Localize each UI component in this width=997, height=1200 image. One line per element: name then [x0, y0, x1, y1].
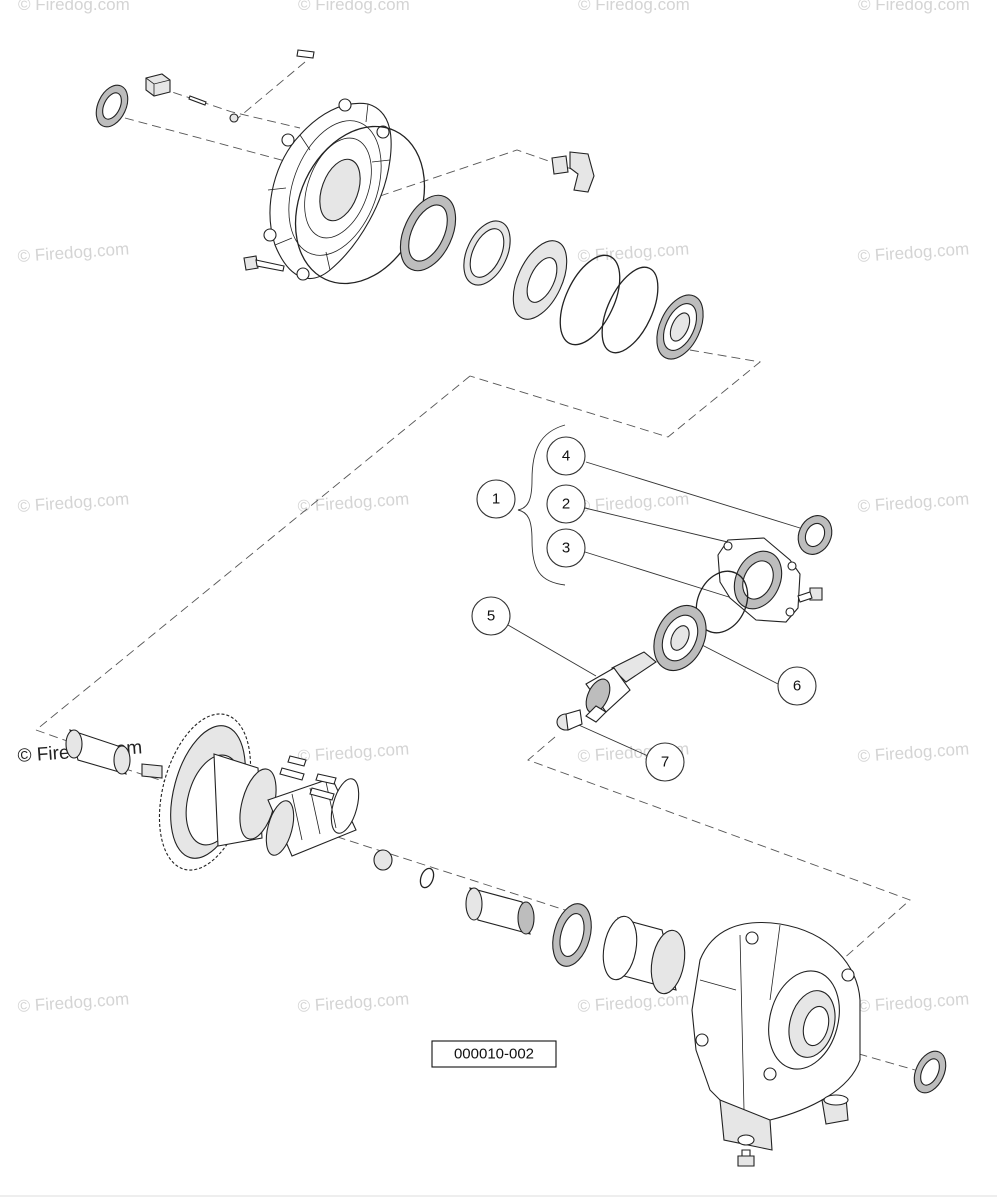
differential-cage — [265, 777, 360, 857]
snap-ring-2 — [601, 266, 659, 354]
drain-washer — [737, 1134, 755, 1146]
callout-3[interactable]: 3 — [546, 528, 586, 568]
rollers — [279, 755, 337, 801]
circlip — [419, 867, 435, 889]
watermark: © Firedog.com — [297, 489, 410, 516]
watermark: © Firedog.com — [578, 0, 690, 14]
callout-4[interactable]: 4 — [546, 436, 586, 476]
oil-seal-top — [95, 84, 129, 128]
bracket — [517, 424, 566, 586]
diagram-code-box — [431, 1040, 557, 1068]
callout-label: 2 — [562, 496, 570, 513]
bearing-housing — [717, 537, 801, 623]
sleeve — [465, 887, 535, 935]
coupler — [65, 729, 131, 775]
ball-bearing-lower — [552, 903, 592, 967]
watermark: © Firedog.com — [297, 739, 410, 766]
watermark: © Firedog.com — [857, 239, 970, 266]
diagram-code-text: 000010-002 — [454, 1046, 534, 1063]
callouts: 1 2 3 4 5 6 7 — [471, 436, 817, 782]
drain-plug — [737, 1149, 755, 1167]
watermark: © Firedog.com — [298, 0, 410, 14]
callout-5[interactable]: 5 — [471, 596, 511, 636]
ball-bearing-pinion — [653, 605, 707, 671]
callout-label: 1 — [492, 491, 500, 508]
bearing-race-lower — [602, 915, 686, 995]
watermark: © Firedog.com — [577, 989, 690, 1016]
o-ring — [695, 570, 749, 634]
watermark: © Firedog.com — [297, 989, 410, 1016]
upper-assembly — [95, 49, 704, 360]
clip-bracket — [551, 151, 595, 193]
oil-seal-lower — [913, 1050, 947, 1094]
small-bushing — [373, 849, 393, 871]
callout-label: 6 — [793, 678, 801, 695]
watermark: © Firedog.com — [857, 489, 970, 516]
bolt-left — [243, 255, 285, 272]
small-pin — [141, 763, 163, 779]
watermark: © Firedog.com — [857, 739, 970, 766]
toothed-plate — [512, 240, 568, 320]
watermark: © Firedog.com — [18, 0, 130, 14]
callout-6[interactable]: 6 — [777, 666, 817, 706]
watermark: © Firedog.com — [857, 989, 970, 1016]
watermark: © Firedog.com — [17, 239, 130, 266]
clutch-ring — [463, 220, 511, 286]
connector-part — [145, 73, 171, 97]
dowel-pin — [188, 95, 207, 106]
callout-7[interactable]: 7 — [645, 742, 685, 782]
gear-case — [691, 921, 861, 1151]
housing-bolt — [797, 587, 823, 603]
breather-cap — [821, 1094, 849, 1125]
diagram-code: 000010-002 — [431, 1040, 557, 1068]
watermark: © Firedog.com — [858, 0, 970, 14]
callout-group — [507, 424, 801, 757]
callout-label: 7 — [661, 754, 669, 771]
ball-bearing-upper — [656, 294, 704, 360]
pin-top — [296, 49, 315, 59]
watermark: © Firedog.com — [577, 489, 690, 516]
snap-ring-1 — [559, 254, 621, 346]
callout-2[interactable]: 2 — [546, 484, 586, 524]
callout-label: 3 — [562, 540, 570, 557]
watermark: © Firedog.com — [17, 489, 130, 516]
small-washer — [229, 113, 239, 123]
callout-label: 4 — [562, 448, 570, 465]
pinion-subassembly — [556, 515, 833, 731]
pinion-bushing — [556, 709, 583, 731]
oil-seal-pinion — [797, 515, 833, 555]
callout-label: 5 — [487, 608, 495, 625]
lower-assembly — [65, 713, 947, 1167]
pinion-gear — [585, 651, 657, 723]
callout-1[interactable]: 1 — [476, 479, 516, 519]
watermark: © Firedog.com — [577, 239, 690, 266]
ring-gear — [158, 713, 277, 871]
bearing-race — [399, 194, 457, 272]
watermark: © Firedog.com — [17, 989, 130, 1016]
housing-cover — [263, 98, 392, 281]
